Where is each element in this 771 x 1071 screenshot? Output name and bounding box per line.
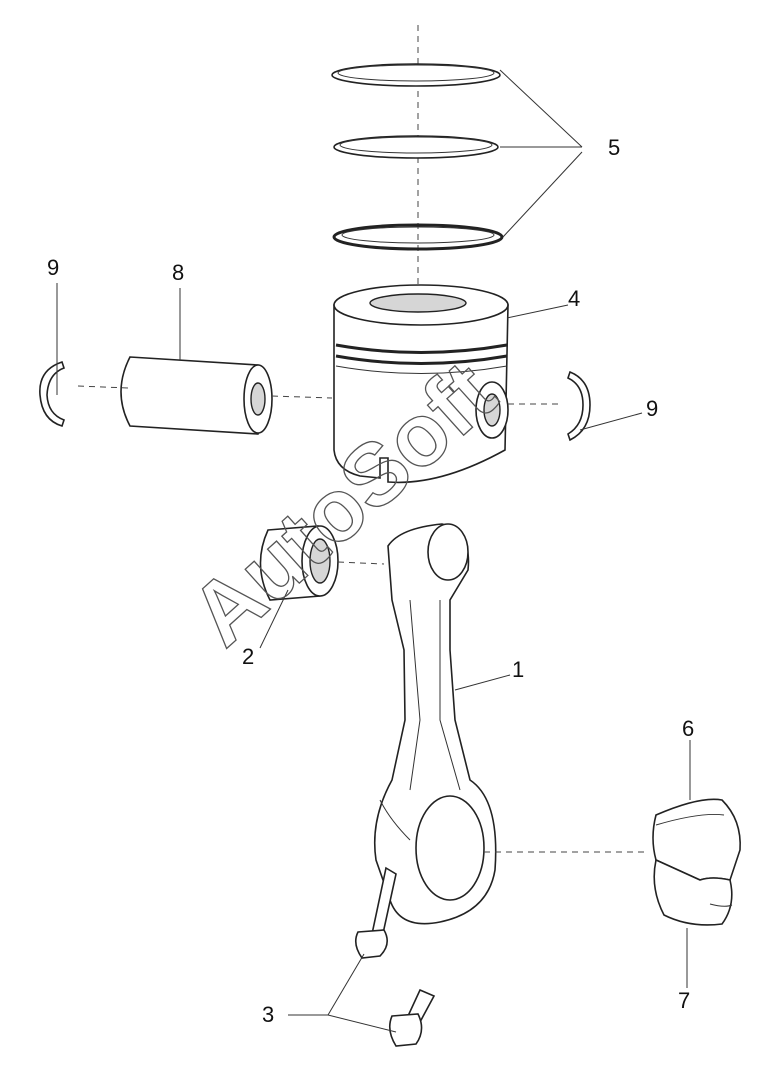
small-end-bushing (259, 525, 339, 601)
callout-6: 6 (682, 716, 694, 741)
leader-2 (259, 589, 289, 649)
leader-3b (327, 1014, 397, 1033)
callout-4: 4 (568, 286, 580, 311)
connecting-rod (373, 523, 497, 925)
piston-ring-2 (333, 135, 499, 159)
callout-1: 1 (512, 657, 524, 682)
leader-9-right (579, 412, 643, 431)
piston-ring-3 (332, 223, 504, 251)
rod-bolt-upper (354, 866, 397, 959)
leader-4 (506, 304, 569, 319)
piston (333, 284, 509, 484)
piston-ring-1 (331, 63, 501, 87)
leader-3a (327, 953, 365, 1016)
callout-9-left: 9 (47, 255, 59, 280)
bearing-shell-lower (653, 858, 733, 926)
bearing-shell-upper (652, 798, 741, 881)
pin-axis-mid (271, 395, 333, 399)
leader-5a (499, 69, 583, 148)
leader-5c (502, 151, 583, 238)
leader-1 (454, 674, 511, 691)
circlip-left (39, 360, 66, 427)
rod-bolt-lower (388, 988, 436, 1047)
pin-axis-left (77, 385, 129, 389)
callout-5: 5 (608, 135, 620, 160)
callout-9-right: 9 (646, 396, 658, 421)
callout-2: 2 (242, 644, 254, 669)
callout-8: 8 (172, 260, 184, 285)
piston-pin (120, 356, 273, 435)
callout-7: 7 (678, 988, 690, 1013)
callout-3: 3 (262, 1002, 274, 1027)
circlip-right (567, 370, 591, 442)
bushing-axis-line (337, 561, 385, 565)
